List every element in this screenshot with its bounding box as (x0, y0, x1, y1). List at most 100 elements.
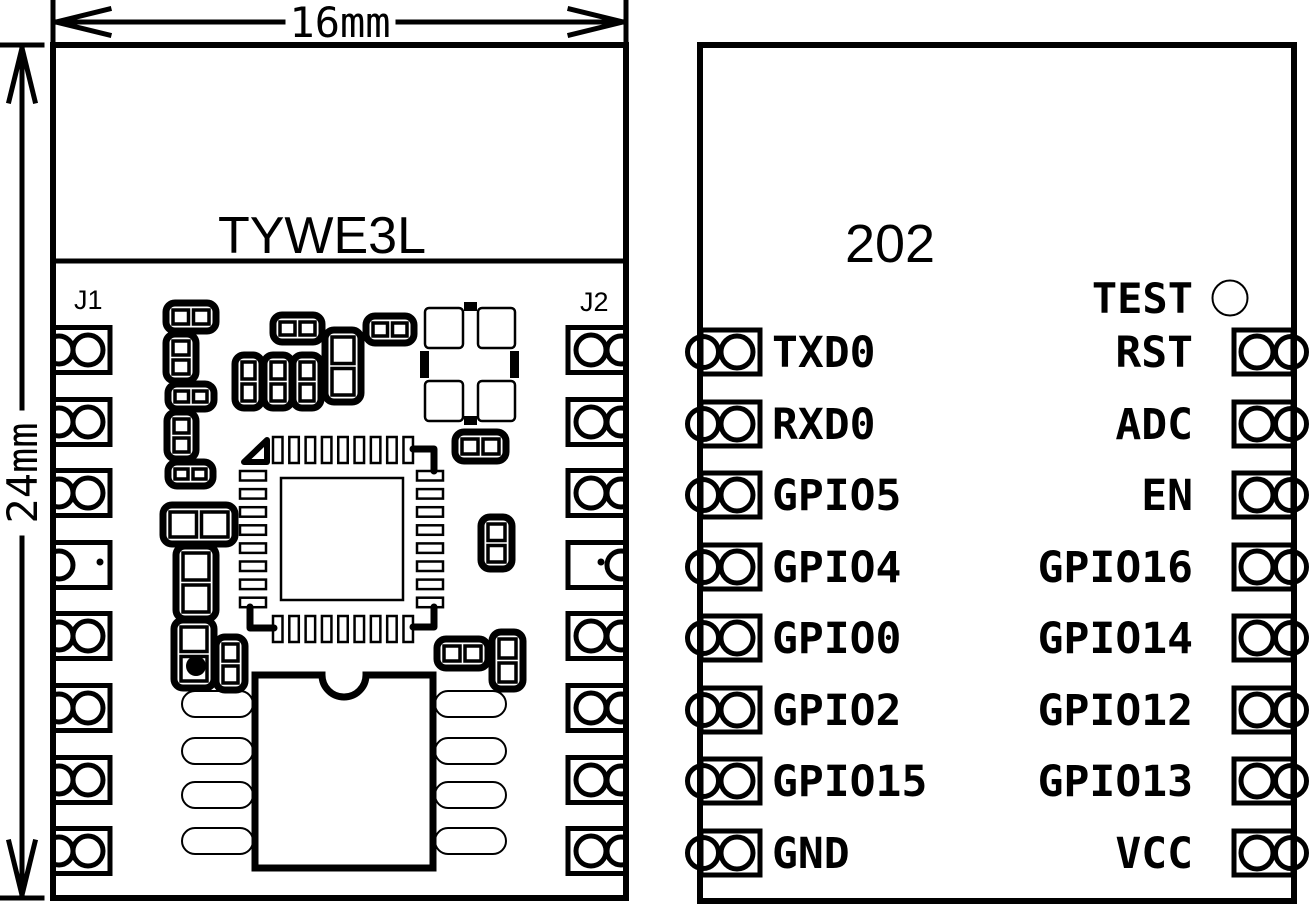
component-pad (330, 366, 356, 397)
component-outline (162, 299, 220, 335)
edge-pad (1231, 685, 1296, 735)
pad-hole (70, 618, 106, 654)
castellation-half-hole (1273, 692, 1309, 728)
component-pad (181, 551, 211, 582)
qfn-pin (415, 505, 445, 518)
edge-pad (53, 826, 113, 876)
arrowhead-left (52, 5, 113, 39)
passive-components (159, 299, 527, 694)
component-pad (481, 437, 501, 456)
castellation-half-hole (604, 834, 626, 868)
edge-pad (53, 540, 113, 590)
edge-pad (565, 611, 626, 661)
component-pad (278, 320, 297, 337)
component-pad (240, 382, 257, 403)
crystal-pad (423, 379, 465, 423)
component-pad (460, 437, 480, 456)
passive-component (172, 542, 220, 623)
component-outline (433, 635, 492, 672)
crystal-pad (476, 306, 517, 350)
passive-component (289, 351, 325, 412)
pin-label-right: VCC (1115, 829, 1193, 879)
component-pad (463, 644, 483, 663)
component-pad (172, 436, 191, 454)
width-dimension-label: 16mm (289, 0, 390, 47)
edge-pad (53, 397, 113, 447)
component-pad (298, 320, 317, 337)
castellation-half-hole (1273, 763, 1309, 799)
component-pad (269, 360, 287, 381)
qfn-pin (238, 524, 268, 537)
component-outline (451, 428, 510, 465)
qfn-pin (415, 560, 445, 573)
castellation-half-hole (604, 548, 626, 582)
pin-label-right: GPIO14 (1038, 614, 1193, 664)
component-outline (321, 326, 365, 406)
board-outline (50, 42, 629, 901)
pin-label-right: RST (1115, 328, 1193, 378)
component-pad (179, 625, 209, 654)
arrowhead-right (566, 5, 627, 39)
crystal-tick-bottom (464, 416, 477, 425)
component-pad (181, 583, 211, 614)
edge-pad (53, 325, 113, 375)
dimension-height: 24mm (0, 42, 47, 901)
pin1-marker-triangle (241, 437, 270, 465)
castellation-half-hole (1273, 620, 1309, 656)
component-pad (486, 543, 507, 564)
edge-pad (698, 685, 763, 735)
qfn-pin (415, 524, 445, 537)
component-outline (488, 628, 527, 693)
qfn-chip-footprint (238, 435, 445, 644)
qfn-pin (238, 487, 268, 500)
castellation-half-hole (1273, 835, 1309, 871)
crystal-pad (423, 306, 465, 350)
qfn-pin (320, 435, 333, 465)
pad-hole (718, 476, 756, 514)
component-pad (191, 389, 209, 404)
castellation-half-hole (1273, 334, 1309, 370)
component-pad (497, 661, 518, 684)
passive-component (164, 458, 217, 490)
pin-label-right: EN (1141, 471, 1193, 521)
edge-pad (1231, 756, 1296, 806)
edge-pad (698, 399, 763, 449)
crystal-tick-right (510, 351, 519, 378)
castellation-half-hole (604, 476, 626, 510)
pad-dot (597, 558, 605, 566)
component-pad (173, 467, 190, 481)
pad-hole (1238, 476, 1276, 514)
pad-hole (70, 332, 106, 368)
edge-pad (698, 613, 763, 663)
edge-pad (53, 468, 113, 518)
pad-hole (573, 833, 609, 869)
qfn-pin (415, 578, 445, 591)
qfn-pin (336, 435, 349, 465)
pad-hole (1238, 333, 1276, 371)
pad-hole (1238, 691, 1276, 729)
polarity-dot (186, 656, 206, 676)
component-pad (298, 382, 316, 403)
flash-pad (181, 690, 254, 718)
qfn-pin (304, 614, 317, 644)
pad-hole (573, 332, 609, 368)
flash-pad (434, 737, 507, 765)
qfn-pin (238, 469, 268, 482)
component-pad (171, 339, 191, 357)
component-pad (221, 664, 240, 685)
pin-label-left: GPIO4 (772, 543, 901, 593)
passive-component (231, 351, 266, 412)
pad-hole (1238, 762, 1276, 800)
pad-hole (70, 404, 106, 440)
pad-hole (573, 618, 609, 654)
passive-component (170, 616, 218, 692)
edge-pad (698, 828, 763, 878)
flash-body (251, 671, 437, 872)
pad-hole (718, 333, 756, 371)
qfn-pin (353, 614, 366, 644)
component-outline (289, 351, 325, 412)
castellation-half-hole (604, 405, 626, 439)
trace-bottom-right (409, 603, 438, 631)
